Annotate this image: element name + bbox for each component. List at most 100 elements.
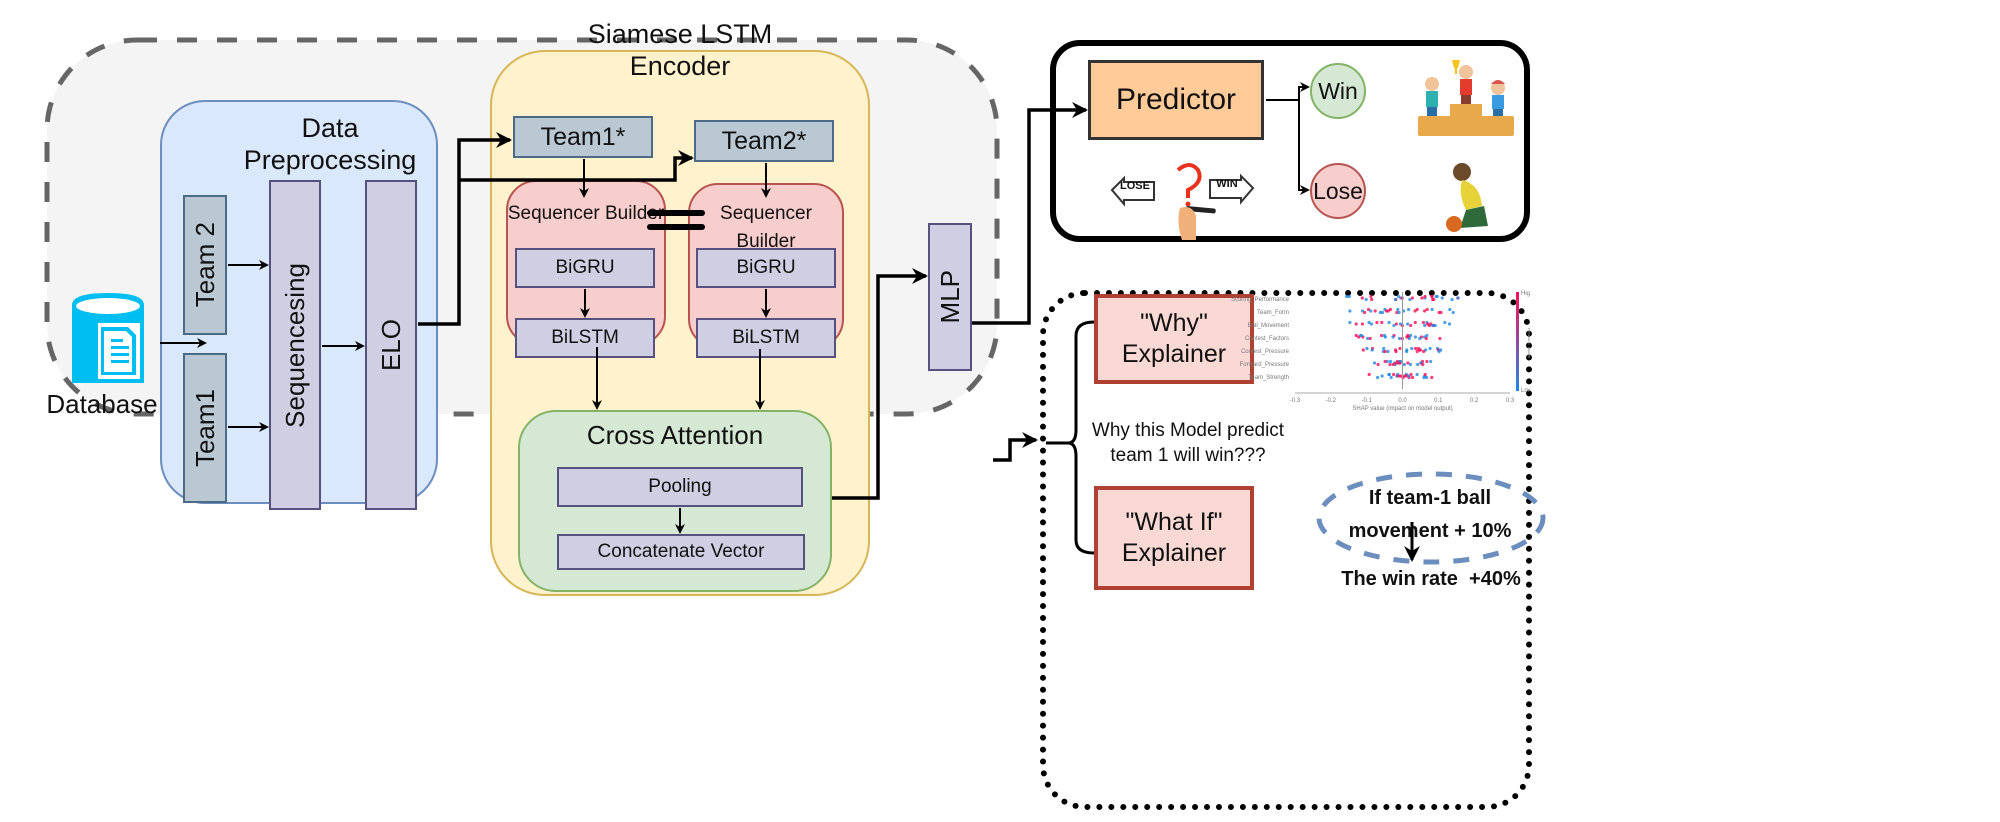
- shap-feature-label: Team_Strength: [1248, 375, 1289, 381]
- shap-point: [1379, 333, 1384, 338]
- shap-point: [1448, 307, 1452, 312]
- team2-star-block[interactable]: Team2*: [694, 120, 834, 162]
- elo-label: ELO: [375, 318, 406, 372]
- shap-point: [1396, 294, 1401, 299]
- shap-point: [1431, 297, 1435, 302]
- shap-point: [1360, 322, 1364, 326]
- elo-block[interactable]: ELO: [365, 180, 417, 510]
- shap-point: [1423, 323, 1427, 328]
- shap-x-tick: 0.0: [1398, 398, 1407, 404]
- bigru-1[interactable]: BiGRU: [515, 248, 655, 288]
- shap-point: [1370, 297, 1374, 302]
- shap-point: [1439, 310, 1443, 315]
- team1-input[interactable]: Team1: [183, 353, 227, 503]
- shap-point: [1402, 362, 1406, 367]
- shap-point: [1438, 336, 1442, 341]
- shap-point: [1413, 320, 1417, 325]
- shap-point: [1369, 309, 1373, 313]
- shap-point: [1391, 335, 1395, 339]
- database-icon: [66, 293, 160, 383]
- shap-x-tick: 0.2: [1470, 398, 1479, 404]
- shap-point: [1406, 322, 1410, 326]
- why-explainer-block[interactable]: "Why" Explainer: [1094, 294, 1254, 384]
- shap-point: [1423, 372, 1427, 377]
- shap-point: [1415, 372, 1419, 377]
- shap-point: [1385, 359, 1389, 364]
- win-outcome[interactable]: Win: [1310, 63, 1366, 119]
- shap-point: [1392, 323, 1396, 328]
- bilstm-2[interactable]: BiLSTM: [696, 318, 836, 358]
- shap-point: [1387, 320, 1391, 325]
- shap-point: [1357, 335, 1361, 339]
- team1-star-block[interactable]: Team1*: [513, 116, 653, 158]
- whatif-explainer-block[interactable]: "What If" Explainer: [1094, 486, 1254, 590]
- shap-point: [1450, 297, 1454, 302]
- shap-feature-label: Scoring_Performance: [1231, 297, 1290, 303]
- shap-point: [1430, 307, 1434, 312]
- shap-point: [1424, 336, 1428, 341]
- shap-point: [1422, 349, 1426, 354]
- shap-point: [1367, 372, 1371, 377]
- shap-point: [1398, 346, 1402, 351]
- pooling-block[interactable]: Pooling: [557, 467, 803, 507]
- shap-point: [1428, 346, 1432, 351]
- predictor-block[interactable]: Predictor: [1088, 60, 1264, 140]
- shap-point: [1396, 307, 1400, 312]
- shap-point: [1380, 374, 1384, 378]
- shap-point: [1425, 333, 1429, 338]
- shap-feature-label: Ball_Movement: [1248, 323, 1290, 329]
- shap-point: [1447, 322, 1452, 326]
- sign-lose-text: LOSE: [1120, 180, 1150, 192]
- shap-point: [1423, 309, 1427, 313]
- shared-weights-bar-top: [647, 210, 705, 216]
- bilstm-1[interactable]: BiLSTM: [515, 318, 655, 358]
- shap-point: [1380, 310, 1385, 315]
- shap-point: [1345, 294, 1349, 299]
- shap-point: [1418, 336, 1422, 341]
- shap-point: [1435, 294, 1439, 299]
- shap-point: [1387, 372, 1391, 377]
- shap-colorbar: [1516, 292, 1519, 391]
- shap-point: [1348, 320, 1352, 325]
- why-caption: Why this Model predict team 1 will win??…: [1091, 420, 1285, 466]
- shap-point: [1429, 359, 1433, 364]
- shap-point: [1383, 349, 1387, 354]
- shap-point: [1391, 362, 1395, 367]
- sequencing-block[interactable]: Sequencesing: [269, 180, 321, 510]
- shap-point: [1407, 307, 1411, 312]
- shap-point: [1395, 310, 1399, 315]
- team1-label: Team1: [189, 388, 220, 468]
- lose-outcome[interactable]: Lose: [1310, 163, 1366, 219]
- shap-feature-label: Contest_Pressure: [1241, 349, 1290, 355]
- team2-label: Team 2: [189, 222, 220, 308]
- shap-point: [1425, 307, 1429, 312]
- shap-point: [1388, 362, 1392, 367]
- sign-win-text: WIN: [1216, 178, 1238, 190]
- shap-x-tick: 0.1: [1434, 398, 1443, 404]
- shap-point: [1408, 297, 1412, 302]
- shap-point: [1451, 310, 1455, 315]
- shap-point: [1407, 336, 1411, 341]
- shap-point: [1354, 322, 1358, 326]
- sequencing-label: Sequencesing: [279, 262, 310, 428]
- shap-point: [1384, 309, 1389, 313]
- shap-point: [1373, 309, 1377, 313]
- shap-point: [1378, 310, 1382, 315]
- shap-point: [1421, 362, 1425, 367]
- shap-point: [1430, 294, 1434, 299]
- shap-point: [1392, 372, 1396, 377]
- bigru-2[interactable]: BiGRU: [696, 248, 836, 288]
- shap-point: [1415, 349, 1419, 354]
- shap-point: [1405, 335, 1409, 339]
- team2-input[interactable]: Team 2: [183, 195, 227, 335]
- shap-point: [1413, 309, 1417, 313]
- shap-colorbar-label: Feature value: [1526, 328, 1530, 359]
- shap-point: [1389, 375, 1393, 380]
- shap-point: [1422, 375, 1426, 380]
- concatenate-vector-block[interactable]: Concatenate Vector: [557, 534, 805, 570]
- mlp-block[interactable]: MLP: [928, 223, 972, 371]
- shap-point: [1405, 349, 1409, 354]
- shap-point: [1418, 348, 1422, 352]
- shap-point: [1410, 296, 1414, 300]
